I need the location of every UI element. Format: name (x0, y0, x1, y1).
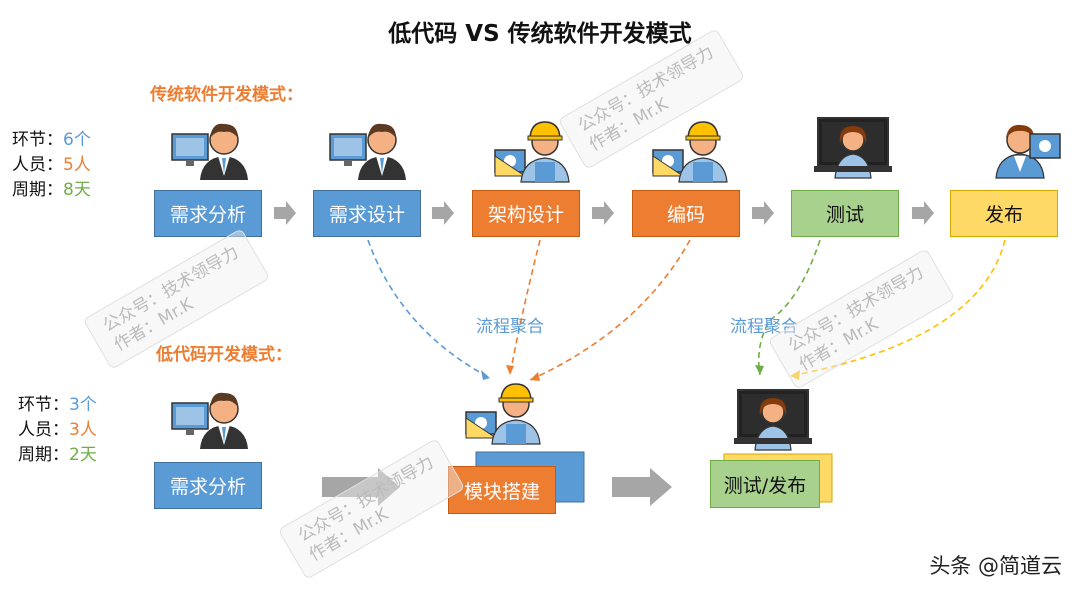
lowcode-section-label: 低代码开发模式： (156, 345, 292, 365)
merge-arrowheads (481, 365, 800, 381)
lowcode-builder-icon (465, 383, 541, 445)
step-coding: 编码 (632, 190, 740, 237)
lc-step-requirement-analysis: 需求分析 (154, 462, 262, 509)
lowcode-tester-icon (733, 389, 813, 451)
lowcode-analyst-icon (171, 392, 249, 450)
designer-icon (329, 123, 407, 181)
stat-people: 人员：5人 (12, 155, 91, 175)
traditional-section-label: 传统软件开发模式： (150, 85, 303, 105)
tester-icon (813, 117, 893, 179)
releaser-icon (995, 124, 1061, 179)
step-release: 发布 (950, 190, 1058, 237)
merge-label-left: 流程聚合 (476, 317, 544, 337)
step-requirement-design: 需求设计 (313, 190, 421, 237)
stat-cycle: 周期：8天 (12, 180, 91, 200)
stat-steps: 环节：6个 (12, 130, 91, 150)
step-testing: 测试 (791, 190, 899, 237)
footer-credit: 头条 @简道云 (929, 554, 1062, 578)
lc-stat-people: 人员：3人 (18, 420, 97, 440)
merge-curves (367, 239, 1006, 381)
traditional-stats: 环节：6个 人员：5人 周期：8天 (12, 128, 91, 203)
analyst-icon (171, 123, 249, 181)
lc-step-test-release: 测试/发布 (710, 460, 820, 508)
merge-label-right: 流程聚合 (730, 317, 798, 337)
lc-step-module-build: 模块搭建 (448, 466, 556, 514)
step-arrows (274, 201, 934, 506)
developer-icon (652, 121, 728, 183)
step-architecture-design: 架构设计 (472, 190, 580, 237)
lc-stat-steps: 环节：3个 (18, 395, 97, 415)
step-requirement-analysis: 需求分析 (154, 190, 262, 237)
lowcode-stats: 环节：3个 人员：3人 周期：2天 (18, 393, 97, 468)
page-title: 低代码 VS 传统软件开发模式 (388, 21, 692, 47)
architect-icon (494, 121, 570, 183)
lc-stat-cycle: 周期：2天 (18, 445, 97, 465)
